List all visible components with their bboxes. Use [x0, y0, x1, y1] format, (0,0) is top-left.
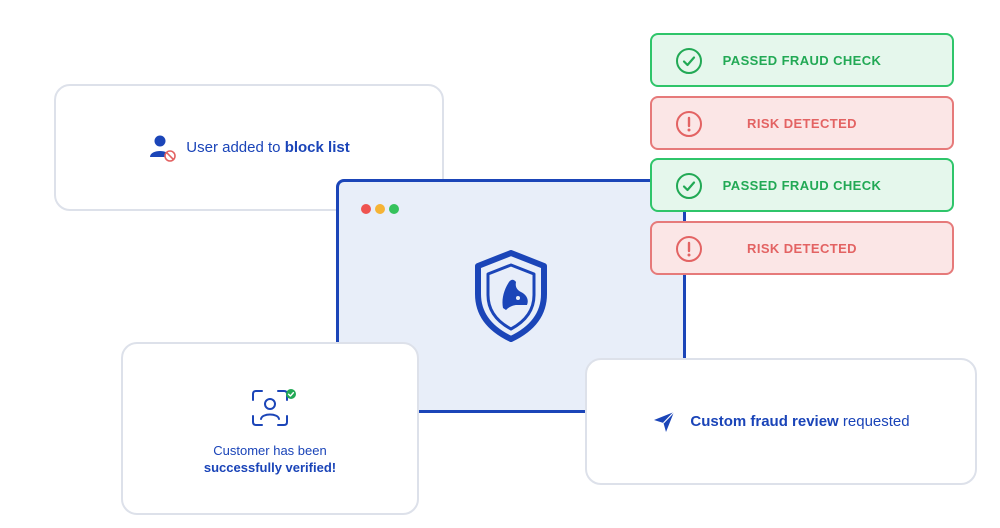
face-scan-icon	[250, 388, 298, 435]
verification-message: Customer has been successfully verified!	[123, 442, 417, 476]
review-suffix: requested	[838, 413, 910, 430]
verification-line-1: Customer has been	[213, 443, 327, 458]
status-passed-fraud-check-2: PASSED FRAUD CHECK	[650, 158, 954, 212]
window-maximize-dot	[389, 204, 399, 214]
window-minimize-dot	[375, 204, 385, 214]
alert-circle-icon	[675, 110, 703, 141]
window-close-dot	[361, 204, 371, 214]
status-label: RISK DETECTED	[747, 240, 857, 256]
block-list-bold: block list	[284, 139, 350, 156]
block-list-message: User added to block list	[186, 139, 349, 156]
status-risk-detected-2: RISK DETECTED	[650, 221, 954, 275]
shield-icon	[473, 250, 549, 347]
review-request-card: Custom fraud review requested	[585, 358, 977, 485]
status-passed-fraud-check-1: PASSED FRAUD CHECK	[650, 33, 954, 87]
status-risk-detected-1: RISK DETECTED	[650, 96, 954, 150]
check-circle-icon	[675, 172, 703, 203]
status-label: PASSED FRAUD CHECK	[722, 52, 882, 68]
status-label: RISK DETECTED	[747, 115, 857, 131]
status-label: PASSED FRAUD CHECK	[722, 177, 882, 193]
verification-card: Customer has been successfully verified!	[121, 342, 419, 515]
alert-circle-icon	[675, 235, 703, 266]
send-icon	[652, 410, 676, 434]
check-circle-icon	[675, 47, 703, 78]
review-bold: Custom fraud review	[690, 413, 839, 430]
review-message: Custom fraud review requested	[690, 413, 909, 430]
window-controls	[361, 204, 399, 214]
block-list-card: User added to block list	[54, 84, 444, 211]
block-list-text: User added to	[186, 139, 285, 156]
user-blocked-icon	[148, 133, 178, 163]
verification-line-2: successfully verified!	[203, 460, 337, 475]
